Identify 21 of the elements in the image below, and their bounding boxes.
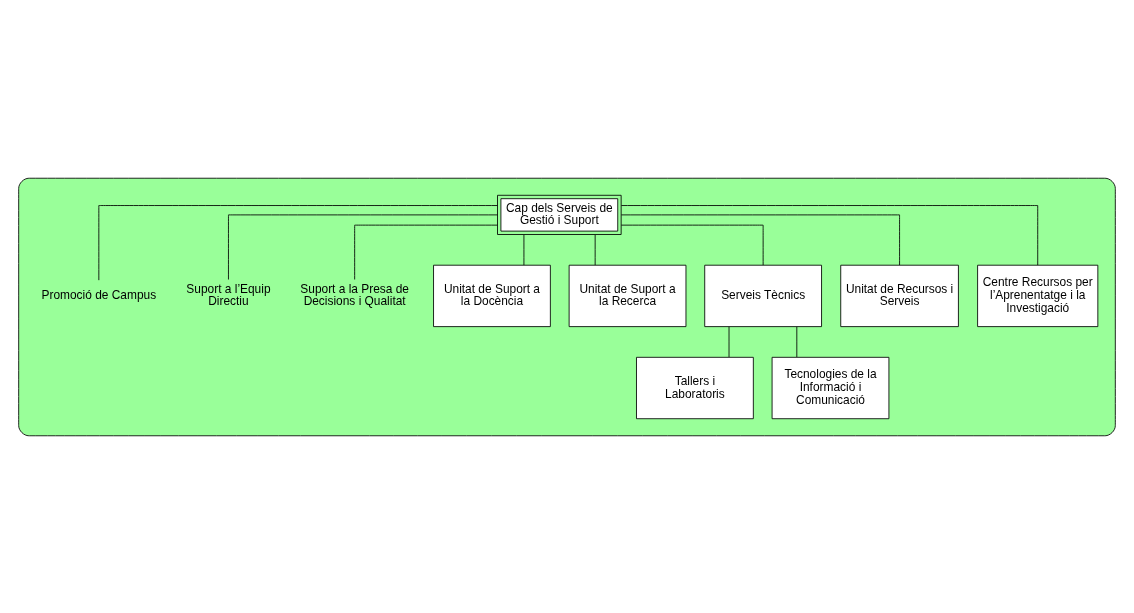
node-text: Suport a l’Equip Directiu xyxy=(186,281,271,308)
connector xyxy=(620,204,1039,265)
node-text: Promoció de Campus xyxy=(41,287,157,302)
connector xyxy=(98,204,498,281)
connector xyxy=(354,224,498,280)
connector xyxy=(523,234,525,265)
node-box: Tallers i Laboratoris xyxy=(636,356,754,419)
node-box: Unitat de Recursos i Serveis xyxy=(840,264,959,327)
connector xyxy=(228,213,498,280)
connector xyxy=(594,234,596,265)
node-box: Serveis Tècnics xyxy=(704,264,822,327)
node-box: Centre Recursos per l’Aprenentatge i la Investigació xyxy=(977,264,1099,327)
node-box: Tecnologies de la Informació i Comunicació xyxy=(771,356,890,419)
connector xyxy=(796,325,798,357)
connector xyxy=(728,325,730,357)
node-box: Unitat de Suport a la Recerca xyxy=(568,264,687,327)
connector xyxy=(620,224,764,265)
cluster xyxy=(18,177,1116,436)
node-box: Unitat de Suport a la Docència xyxy=(433,264,551,327)
connector xyxy=(620,213,900,265)
node-text: Suport a la Presa de Decisions i Qualitat xyxy=(300,281,410,308)
